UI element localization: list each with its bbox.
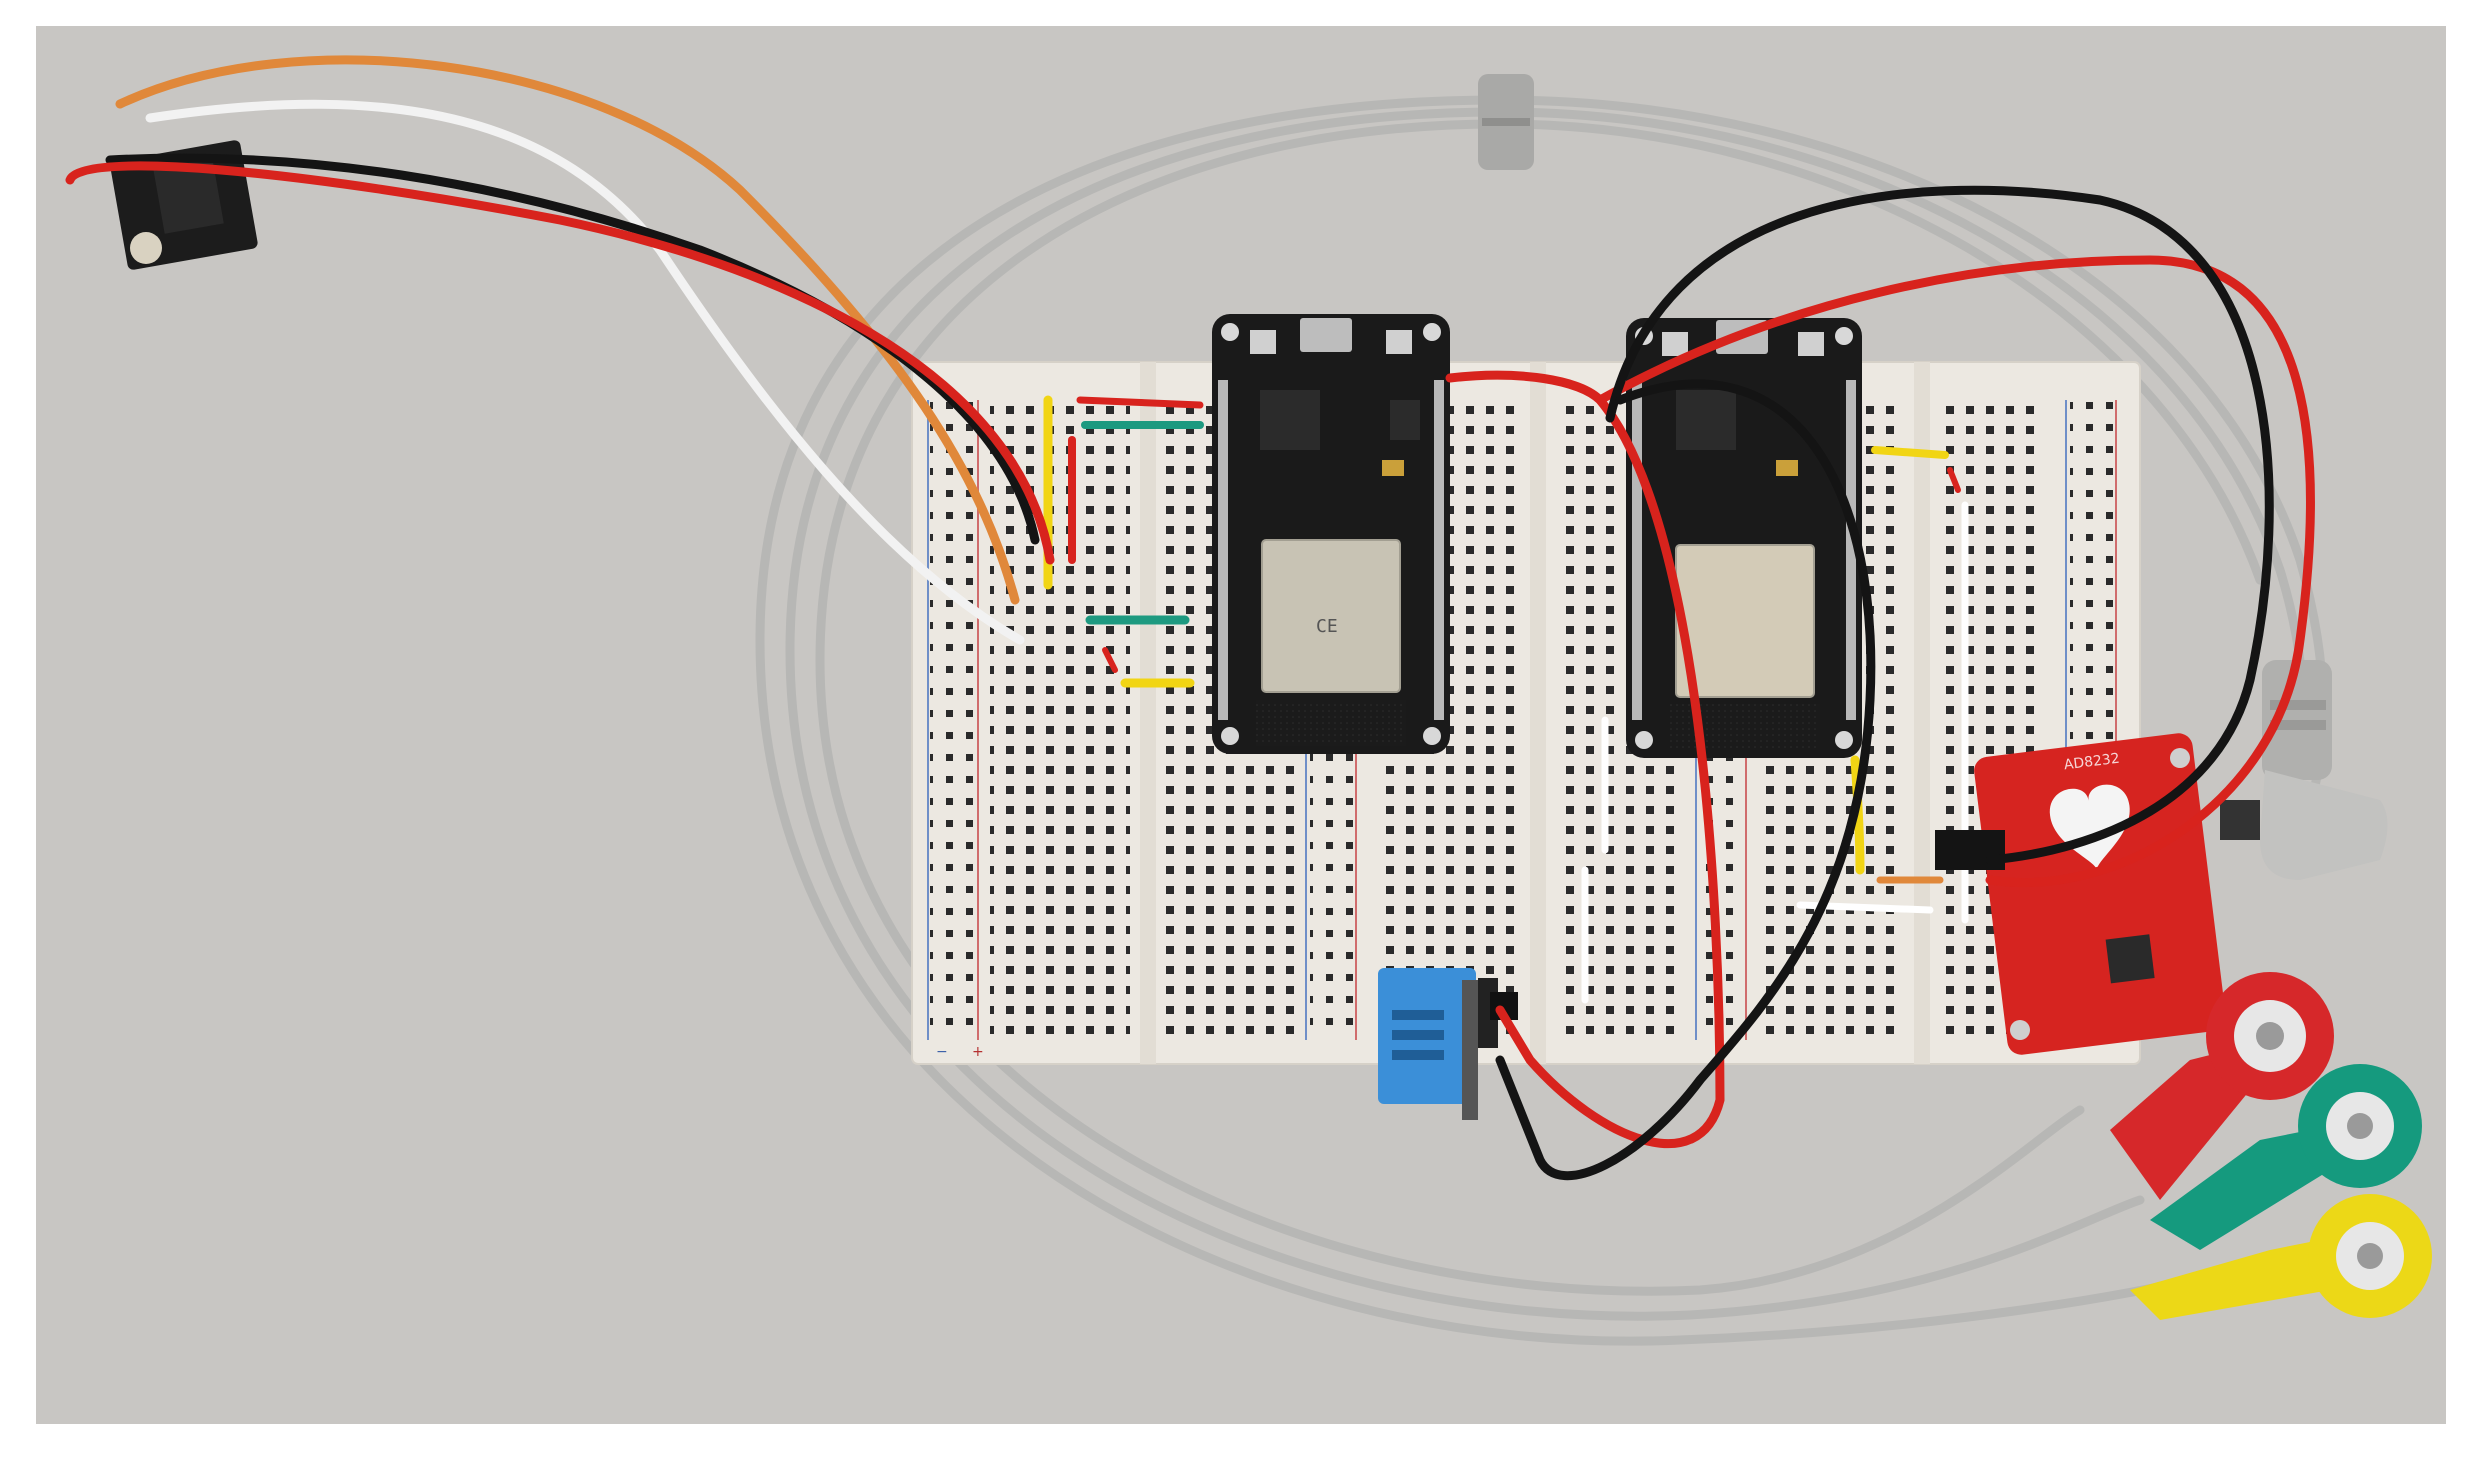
ecg-sensor-board: AD8232 xyxy=(1935,733,2226,1055)
electrode-yellow xyxy=(2130,1194,2432,1320)
esp32-board-1: CE xyxy=(1212,314,1450,754)
electrode-red xyxy=(2110,972,2334,1200)
signal-wires xyxy=(1445,185,2315,1181)
connector-wires xyxy=(65,55,1055,645)
ecg-board-title: AD8232 xyxy=(2063,751,2121,774)
jumper-wires xyxy=(1043,395,1969,1004)
electrode-green xyxy=(2150,1064,2422,1250)
rail-minus-label: − xyxy=(936,1044,948,1060)
ecg-lead-plug xyxy=(2220,660,2388,880)
rail-plus-label: + xyxy=(972,1044,984,1060)
esp32-ce-logo: CE xyxy=(1316,616,1338,637)
breadboard: − + xyxy=(911,361,2141,1065)
